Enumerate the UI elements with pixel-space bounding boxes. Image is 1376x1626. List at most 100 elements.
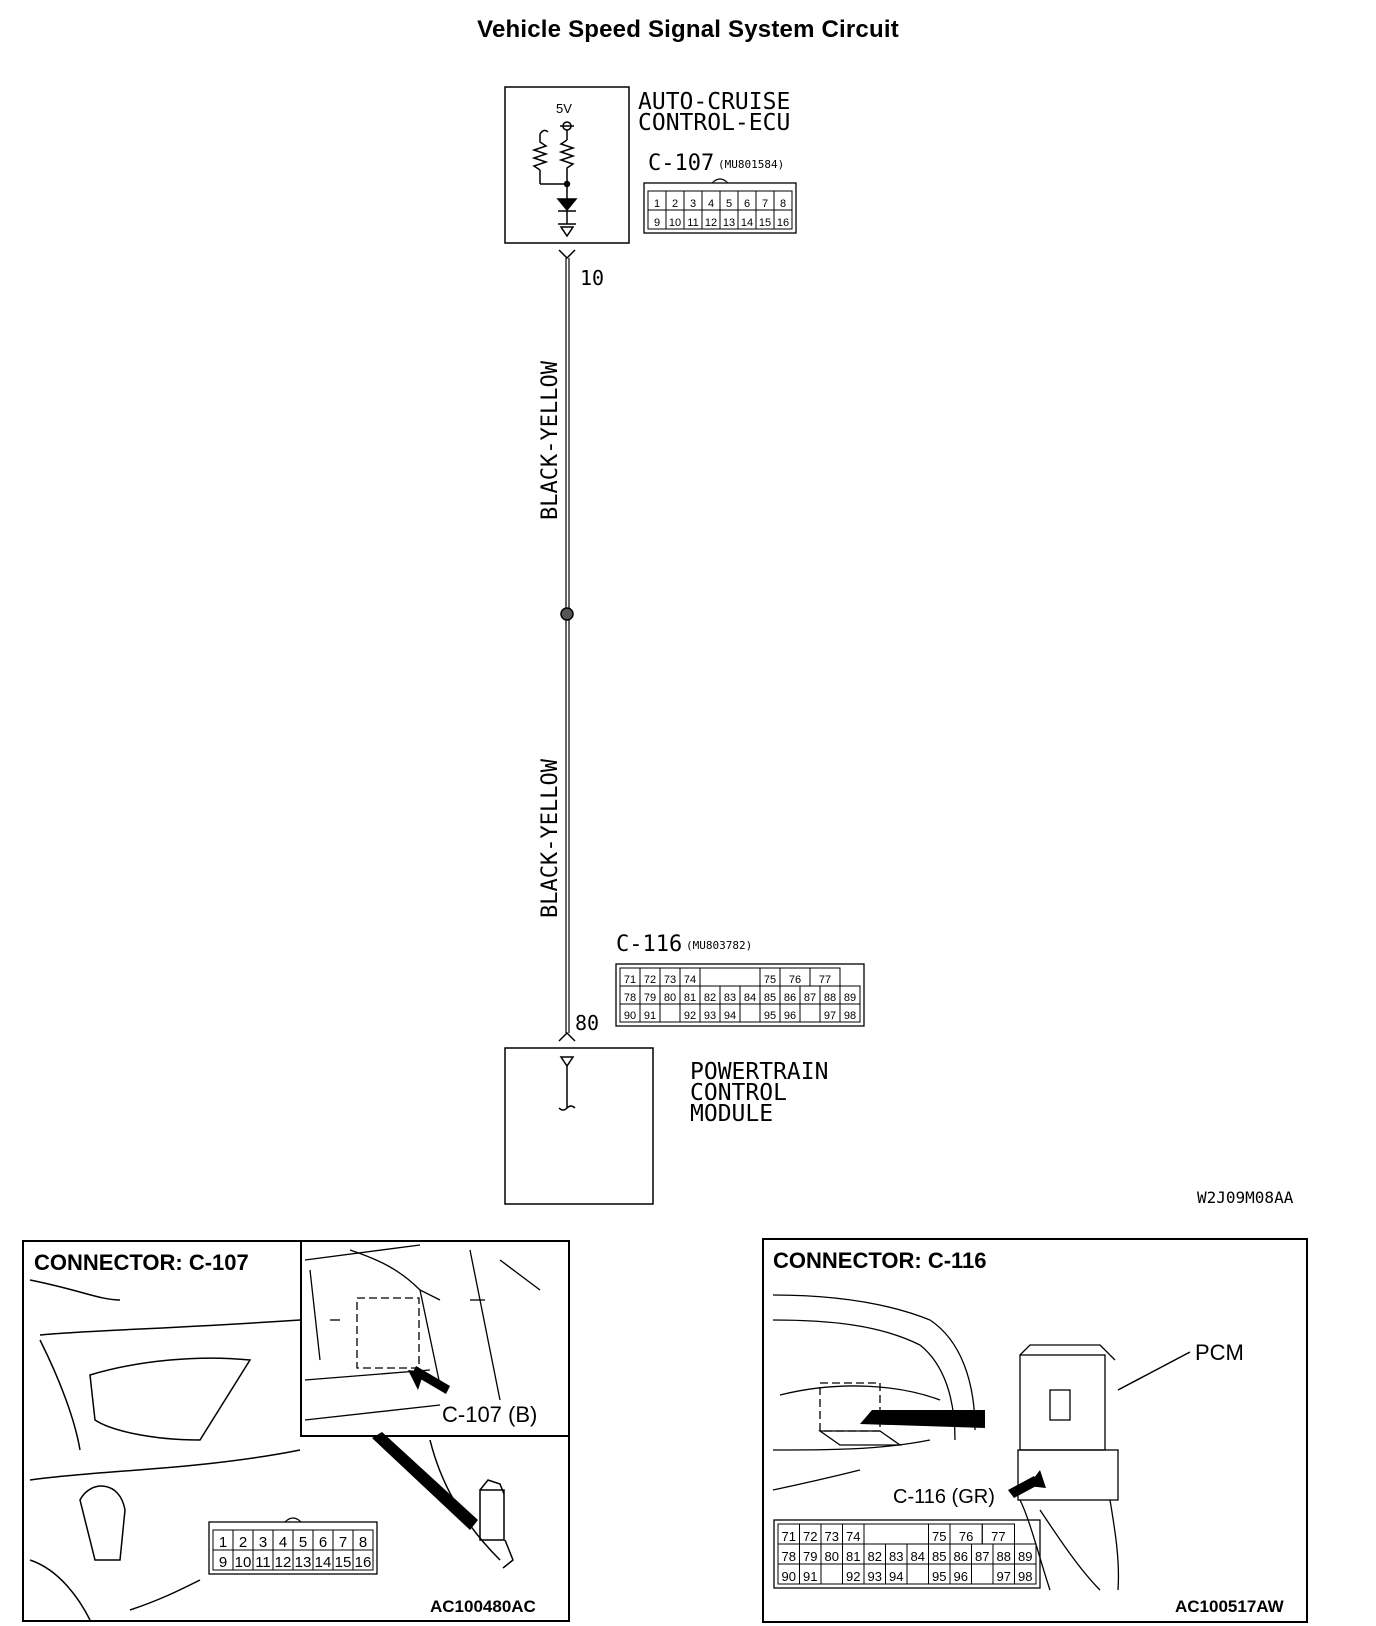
pcm-name-line1: POWERTRAIN bbox=[690, 1059, 828, 1085]
connector-pin-number: 82 bbox=[704, 992, 716, 1004]
pcm-leader-line bbox=[1117, 1351, 1191, 1391]
connector-pin-number: 80 bbox=[664, 992, 676, 1004]
connector-pin-number: 95 bbox=[764, 1010, 776, 1022]
connector-pin-number: 15 bbox=[335, 1554, 352, 1571]
connector-pin-number: 15 bbox=[759, 217, 771, 229]
connector-pin-number: 90 bbox=[624, 1010, 636, 1022]
connector-pin-number: 4 bbox=[708, 198, 714, 210]
ecu-name-line2: CONTROL-ECU bbox=[638, 110, 790, 136]
ecu-terminal-number: 10 bbox=[580, 266, 604, 290]
connector-pin-number: 1 bbox=[219, 1534, 227, 1551]
panel-c107: CONNECTOR: C-107 bbox=[22, 1240, 570, 1622]
connector-pin-number: 6 bbox=[319, 1534, 327, 1551]
connector-pin-number: 74 bbox=[846, 1529, 860, 1544]
connector-pin-number: 1 bbox=[654, 198, 660, 210]
signal-wire bbox=[558, 249, 576, 1042]
pcm-name-line2: CONTROL bbox=[690, 1080, 787, 1106]
ecu-part-number: (MU801584) bbox=[718, 158, 784, 171]
connector-pin-number: 14 bbox=[741, 217, 753, 229]
connector-pin-cell bbox=[799, 1003, 821, 1023]
panel-c107-code: AC100480AC bbox=[430, 1597, 536, 1616]
connector-pin-cell bbox=[1014, 1563, 1037, 1585]
connector-pin-number: 7 bbox=[339, 1534, 347, 1551]
connector-pin-number: 86 bbox=[954, 1549, 968, 1564]
connector-pin-number: 91 bbox=[644, 1010, 656, 1022]
connector-pin-number: 2 bbox=[672, 198, 678, 210]
connector-pin-cell bbox=[739, 1003, 761, 1023]
connector-pin-number: 88 bbox=[824, 992, 836, 1004]
connector-pin-number: 73 bbox=[664, 974, 676, 986]
connector-pin-cell bbox=[971, 1563, 994, 1585]
connector-pin-number: 80 bbox=[825, 1549, 839, 1564]
c107-callout-label: C-107 (B) bbox=[442, 1402, 537, 1427]
ecu-connector-id: C-107 bbox=[648, 151, 714, 176]
connector-pin-number: 96 bbox=[954, 1569, 968, 1584]
pcm-box bbox=[504, 1047, 654, 1205]
connector-pin-number: 77 bbox=[819, 974, 831, 986]
connector-pin-number: 85 bbox=[764, 992, 776, 1004]
connector-pin-number: 96 bbox=[784, 1010, 796, 1022]
connector-pin-number: 95 bbox=[932, 1569, 946, 1584]
ecu-internal-circuit-icon bbox=[531, 121, 578, 238]
connector-pin-number: 87 bbox=[975, 1549, 989, 1564]
connector-pin-number: 12 bbox=[275, 1554, 292, 1571]
wire-color-lower: BLACK-YELLOW bbox=[538, 758, 563, 918]
panel-c116-title: CONNECTOR: C-116 bbox=[773, 1248, 987, 1273]
connector-pin-number: 75 bbox=[932, 1529, 946, 1544]
connector-pin-number: 7 bbox=[762, 198, 768, 210]
connector-pin-number: 13 bbox=[295, 1554, 312, 1571]
connector-pin-number: 4 bbox=[279, 1534, 287, 1551]
connector-pin-number: 76 bbox=[789, 974, 801, 986]
connector-pin-number: 84 bbox=[911, 1549, 925, 1564]
pcm-terminal-number: 80 bbox=[575, 1011, 599, 1035]
connector-pin-number: 2 bbox=[239, 1534, 247, 1551]
connector-pin-number: 83 bbox=[889, 1549, 903, 1564]
connector-pin-number: 82 bbox=[868, 1549, 882, 1564]
connector-pin-cell bbox=[773, 209, 793, 230]
connector-pin-number: 89 bbox=[844, 992, 856, 1004]
connector-pin-cell bbox=[839, 1003, 861, 1023]
pcm-part-number: (MU803782) bbox=[686, 939, 752, 952]
connector-pin-number: 79 bbox=[644, 992, 656, 1004]
connector-pin-number: 79 bbox=[803, 1549, 817, 1564]
connector-pin-number: 5 bbox=[299, 1534, 307, 1551]
connector-pin-number: 89 bbox=[1018, 1549, 1032, 1564]
c116-callout-label: C-116 (GR) bbox=[893, 1486, 995, 1508]
connector-pin-number: 9 bbox=[654, 217, 660, 229]
connector-pin-number: 74 bbox=[684, 974, 696, 986]
c116-pointer-arrow bbox=[860, 1410, 985, 1428]
connector-pin-number: 87 bbox=[804, 992, 816, 1004]
connector-pin-number: 83 bbox=[724, 992, 736, 1004]
connector-pin-number: 16 bbox=[355, 1554, 372, 1571]
connector-pin-number: 90 bbox=[782, 1569, 796, 1584]
connector-pin-number: 93 bbox=[704, 1010, 716, 1022]
connector-pin-number: 92 bbox=[846, 1569, 860, 1584]
panel-c116-code: AC100517AW bbox=[1175, 1597, 1285, 1616]
connector-pin-number: 88 bbox=[997, 1549, 1011, 1564]
connector-pin-number: 12 bbox=[705, 217, 717, 229]
pcm-connector-id: C-116 bbox=[616, 932, 682, 957]
connector-pin-cell bbox=[820, 1563, 843, 1585]
connector-pin-number: 97 bbox=[824, 1010, 836, 1022]
ecu-voltage: 5V bbox=[556, 101, 572, 116]
diagram-code: W2J09M08AA bbox=[1197, 1188, 1294, 1207]
pcm-input-icon bbox=[558, 1056, 576, 1111]
connector-pin-number: 84 bbox=[744, 992, 756, 1004]
connector-pin-cell bbox=[906, 1563, 929, 1585]
splice-point bbox=[560, 607, 574, 621]
connector-pin-number: 94 bbox=[724, 1010, 736, 1022]
panel-c116: CONNECTOR: C-116 PCM bbox=[762, 1238, 1308, 1623]
connector-pin-number: 81 bbox=[684, 992, 696, 1004]
connector-pin-number: 13 bbox=[723, 217, 735, 229]
wire-color-upper: BLACK-YELLOW bbox=[538, 360, 563, 520]
connector-pin-number: 85 bbox=[932, 1549, 946, 1564]
connector-pin-number: 76 bbox=[959, 1529, 973, 1544]
connector-pin-number: 86 bbox=[784, 992, 796, 1004]
connector-pin-number: 8 bbox=[780, 198, 786, 210]
connector-pin-number: 77 bbox=[991, 1529, 1005, 1544]
